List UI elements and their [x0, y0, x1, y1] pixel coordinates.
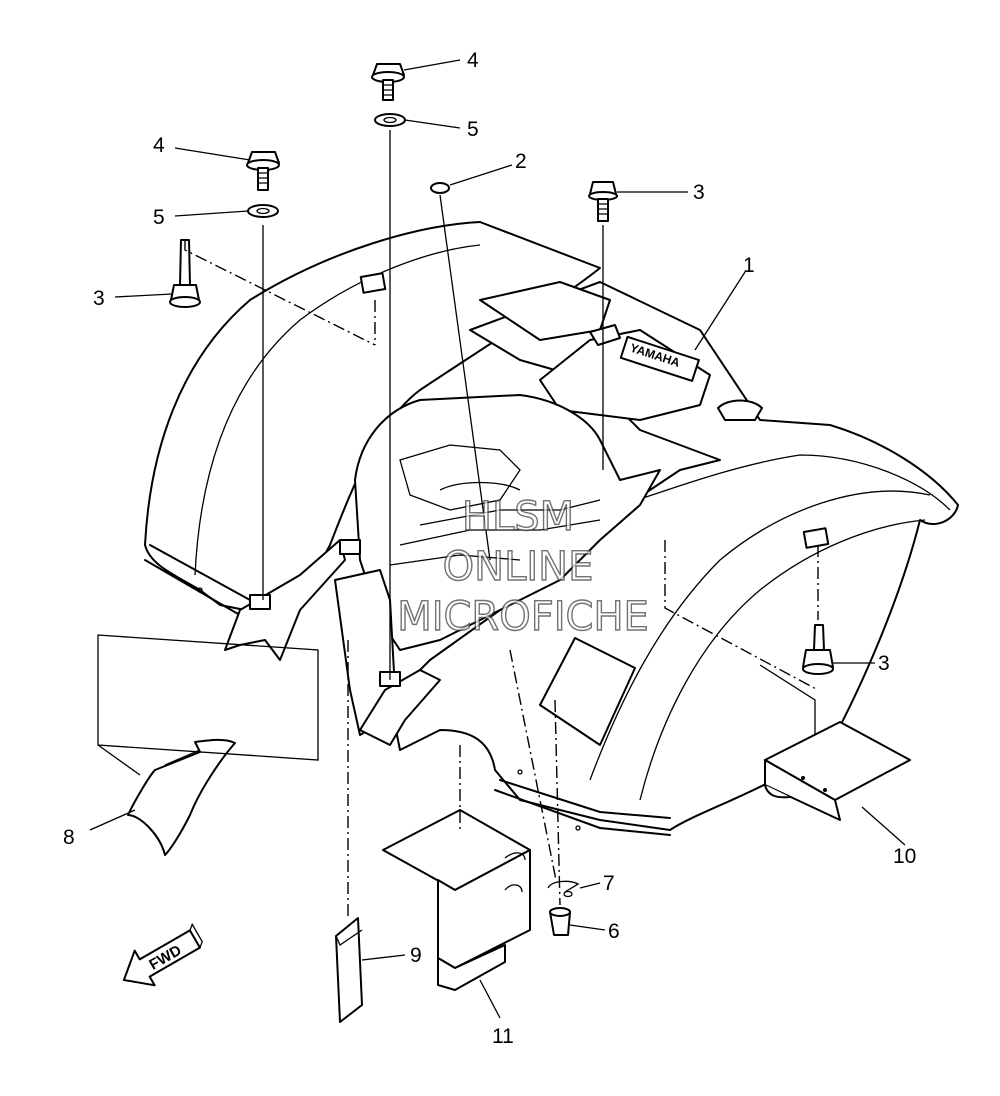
flange-bolt-top: [371, 63, 405, 101]
callout-10: 10: [893, 845, 916, 868]
callout-2: 2: [515, 150, 527, 173]
cable-clip: [547, 880, 580, 898]
forward-direction-arrow: FWD: [122, 922, 203, 987]
grommet: [430, 182, 450, 194]
flange-bolt-left: [246, 151, 280, 191]
watermark-line-2: ONLINE: [443, 544, 594, 590]
callout-4-top: 4: [467, 49, 479, 72]
callout-6: 6: [608, 920, 620, 943]
callout-1: 1: [743, 254, 755, 277]
washer-left: [247, 204, 279, 218]
callout-numbers: 1 2 3 3 3 4 4 5 5 6 7 8 9 10 11: [63, 49, 916, 1048]
watermark-line-3: MICROFICHE: [397, 594, 649, 640]
callout-3-top-right: 3: [693, 181, 705, 204]
callout-4-left: 4: [153, 134, 165, 157]
watermark-line-1: HLSM: [462, 494, 574, 540]
protector-strip: [335, 917, 363, 1023]
watermark: HLSM ONLINE MICROFICHE: [396, 493, 649, 640]
callout-9: 9: [410, 944, 422, 967]
screw-right: [802, 624, 834, 675]
callout-3-left: 3: [93, 287, 105, 310]
washer-top: [374, 113, 406, 127]
callout-5-top: 5: [467, 118, 479, 141]
screw-top-right: [588, 181, 618, 222]
callout-8: 8: [63, 826, 75, 849]
callout-7: 7: [603, 872, 615, 895]
rear-fender-body: YAMAHA: [144, 221, 959, 836]
clip-nut: [549, 907, 571, 936]
callout-11: 11: [492, 1025, 514, 1048]
assembly-guide-lines: [97, 130, 819, 920]
inner-splash-guard: [382, 809, 531, 991]
callout-3-right: 3: [878, 652, 890, 675]
leader-lines: [89, 59, 906, 1019]
screw-left: [169, 239, 201, 308]
mudguard-left: [127, 738, 236, 856]
callout-5-left: 5: [153, 206, 165, 229]
